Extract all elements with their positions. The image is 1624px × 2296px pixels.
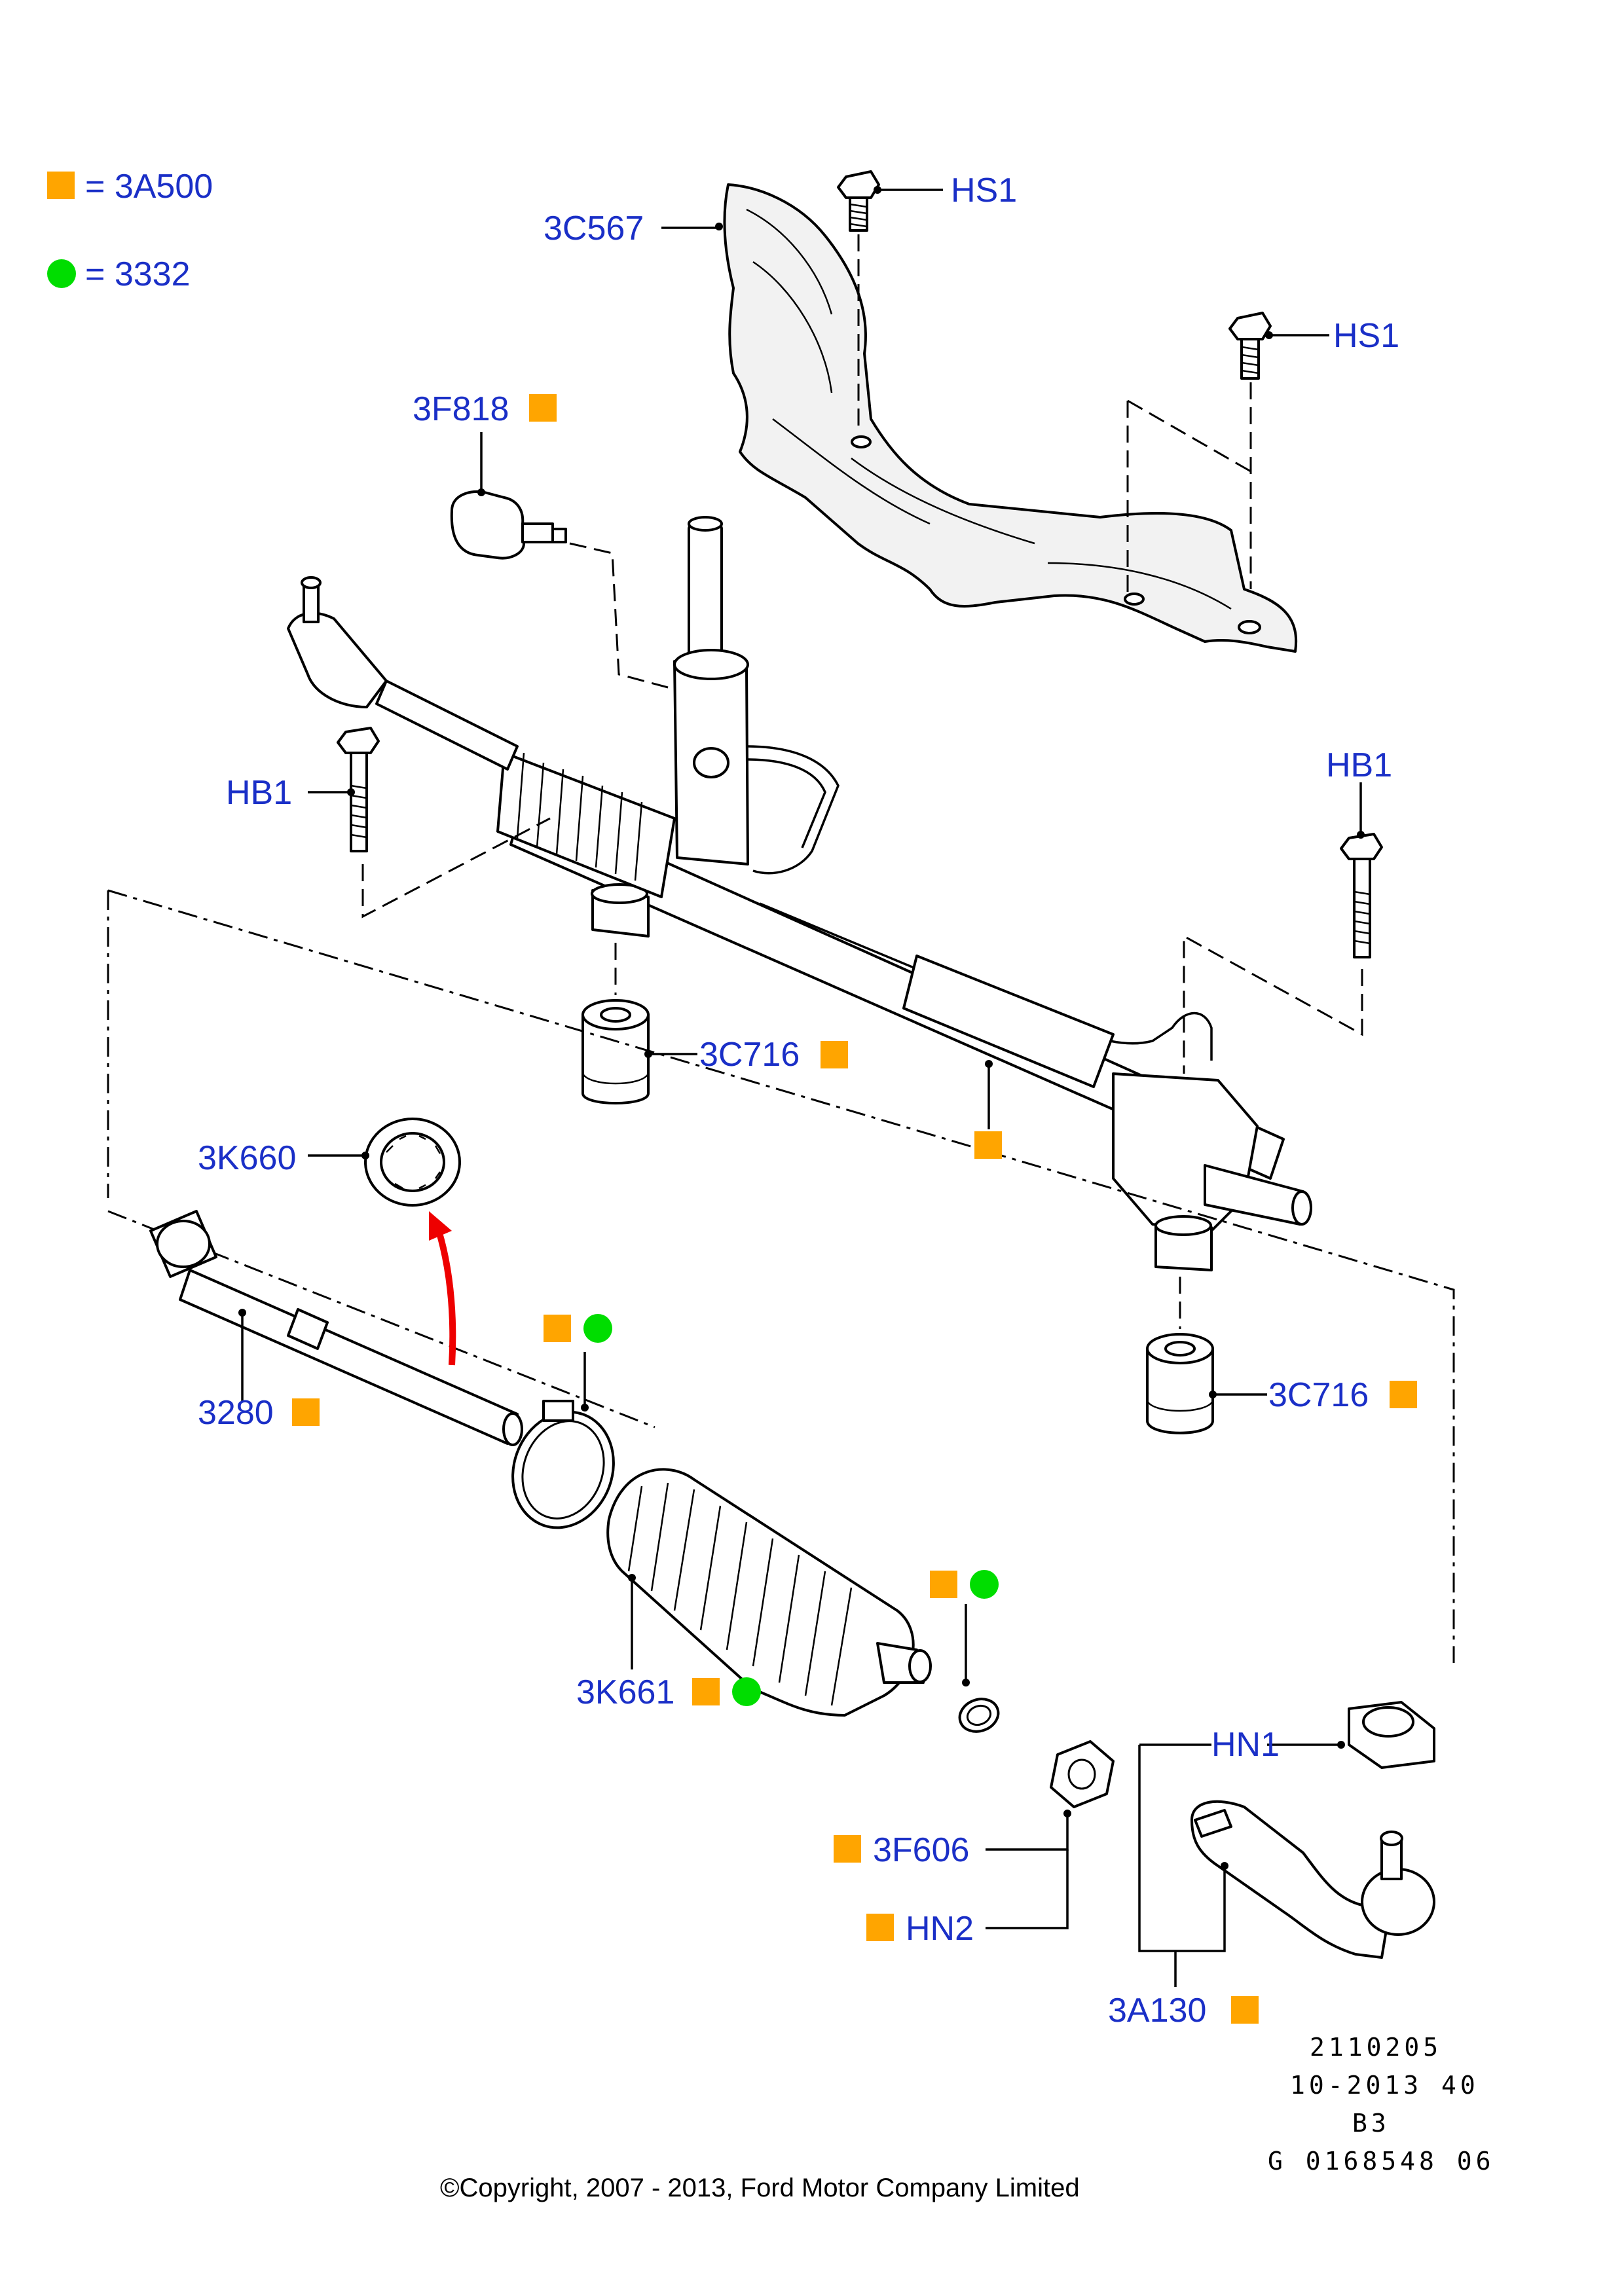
callout-3c716-upper: 3C716 xyxy=(699,1036,800,1074)
bolt-hs1-lower xyxy=(1228,312,1272,380)
legend: = 3A500 = 3332 xyxy=(47,168,213,293)
clamp-small-part xyxy=(958,1698,1000,1733)
callout-3k661: 3K661 xyxy=(576,1673,674,1711)
square-marker-icon xyxy=(974,1131,1002,1159)
callout-3c716-lower: 3C716 xyxy=(1268,1376,1369,1414)
nut-3f606-part xyxy=(1050,1740,1115,1808)
square-marker-icon xyxy=(692,1678,720,1705)
callout-hs1-lower: HS1 xyxy=(1333,317,1399,355)
circle-marker-icon xyxy=(583,1314,612,1343)
square-marker-icon xyxy=(544,1315,571,1342)
nut-hn1-part xyxy=(1348,1701,1435,1769)
legend-circle-label: = 3332 xyxy=(85,255,191,293)
copyright-notice: ©Copyright, 2007 - 2013, Ford Motor Comp… xyxy=(440,2174,1080,2202)
heat-shield-part xyxy=(723,183,1298,653)
square-marker-icon xyxy=(834,1835,861,1863)
callout-labels: 3C567 HS1 HS1 3F818 HB1 HB1 3C716 3K660 … xyxy=(198,172,1417,2030)
red-arrow-icon xyxy=(429,1211,456,1366)
bushing-3c716-left xyxy=(581,999,650,1104)
leader-lines xyxy=(238,186,1365,1987)
bolt-hb1-left xyxy=(337,727,380,852)
document-info-block: 2110205 10-2013 40 B3 G 0168548 06 xyxy=(1268,2033,1495,2176)
bushing-3c716-right xyxy=(1146,1333,1214,1434)
callout-hn1: HN1 xyxy=(1211,1726,1280,1764)
callout-3f818: 3F818 xyxy=(413,390,509,428)
callout-hb1-left: HB1 xyxy=(226,774,292,812)
doc-info-line-3: B3 xyxy=(1352,2109,1390,2138)
square-marker-icon xyxy=(529,394,557,422)
steering-rack-part xyxy=(287,516,1312,1271)
doc-info-line-1: 2110205 xyxy=(1310,2033,1442,2062)
rack-bellows xyxy=(496,752,676,898)
callout-3a130: 3A130 xyxy=(1108,1992,1206,2030)
square-marker-icon xyxy=(930,1571,957,1598)
square-marker-icon xyxy=(1231,1996,1259,2024)
legend-square-label: = 3A500 xyxy=(85,168,213,206)
callout-hn2: HN2 xyxy=(906,1910,974,1948)
square-marker-icon xyxy=(821,1041,848,1068)
circle-marker-icon xyxy=(732,1677,761,1706)
square-marker-icon xyxy=(1390,1381,1417,1408)
callout-hb1-right: HB1 xyxy=(1326,746,1392,784)
bolt-hs1-upper xyxy=(837,170,880,232)
boot-3k661-part xyxy=(606,1468,932,1717)
doc-info-line-4: G 0168548 06 xyxy=(1268,2147,1495,2176)
square-marker-icon xyxy=(292,1398,320,1426)
callout-3280: 3280 xyxy=(198,1394,274,1432)
clamp-large-part xyxy=(511,1400,615,1529)
bolt-hb1-right xyxy=(1340,833,1383,958)
callout-hs1-upper: HS1 xyxy=(951,172,1017,210)
doc-info-line-2: 10-2013 40 xyxy=(1290,2071,1479,2100)
legend-circle-icon xyxy=(47,259,76,288)
inner-tie-rod-part xyxy=(149,1210,523,1446)
square-marker-icon xyxy=(866,1914,894,1941)
sensor-part xyxy=(450,490,669,689)
legend-square-icon xyxy=(47,172,75,199)
callout-3k660: 3K660 xyxy=(198,1139,296,1177)
seal-3k660-part xyxy=(364,1118,461,1207)
circle-marker-icon xyxy=(970,1570,999,1599)
callout-3c567: 3C567 xyxy=(544,210,644,247)
tie-rod-end-part xyxy=(1190,1800,1435,1959)
callout-3f606: 3F606 xyxy=(873,1831,969,1869)
